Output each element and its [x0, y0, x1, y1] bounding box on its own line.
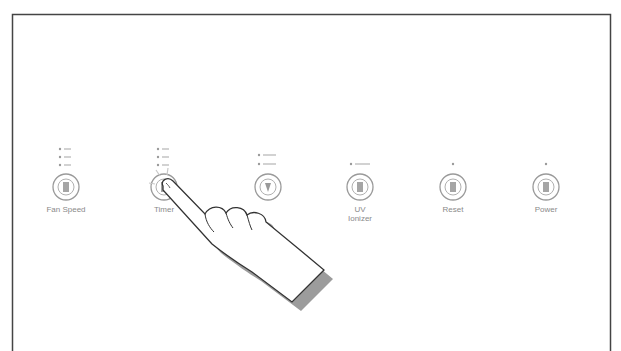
control-button: Fan Speed [36, 172, 96, 236]
control-button: Reset [423, 172, 483, 236]
button-label: UV Ionizer [343, 205, 377, 223]
button-label: Reset [423, 205, 483, 214]
button-circle [438, 172, 468, 202]
button-circle [51, 172, 81, 202]
button-label: Fan Speed [36, 205, 96, 214]
control-button: UV Ionizer [330, 172, 390, 236]
button-circle [345, 172, 375, 202]
control-button: Power [516, 172, 576, 236]
button-circle [531, 172, 561, 202]
button-label: Power [516, 205, 576, 214]
mode-button [255, 174, 281, 200]
